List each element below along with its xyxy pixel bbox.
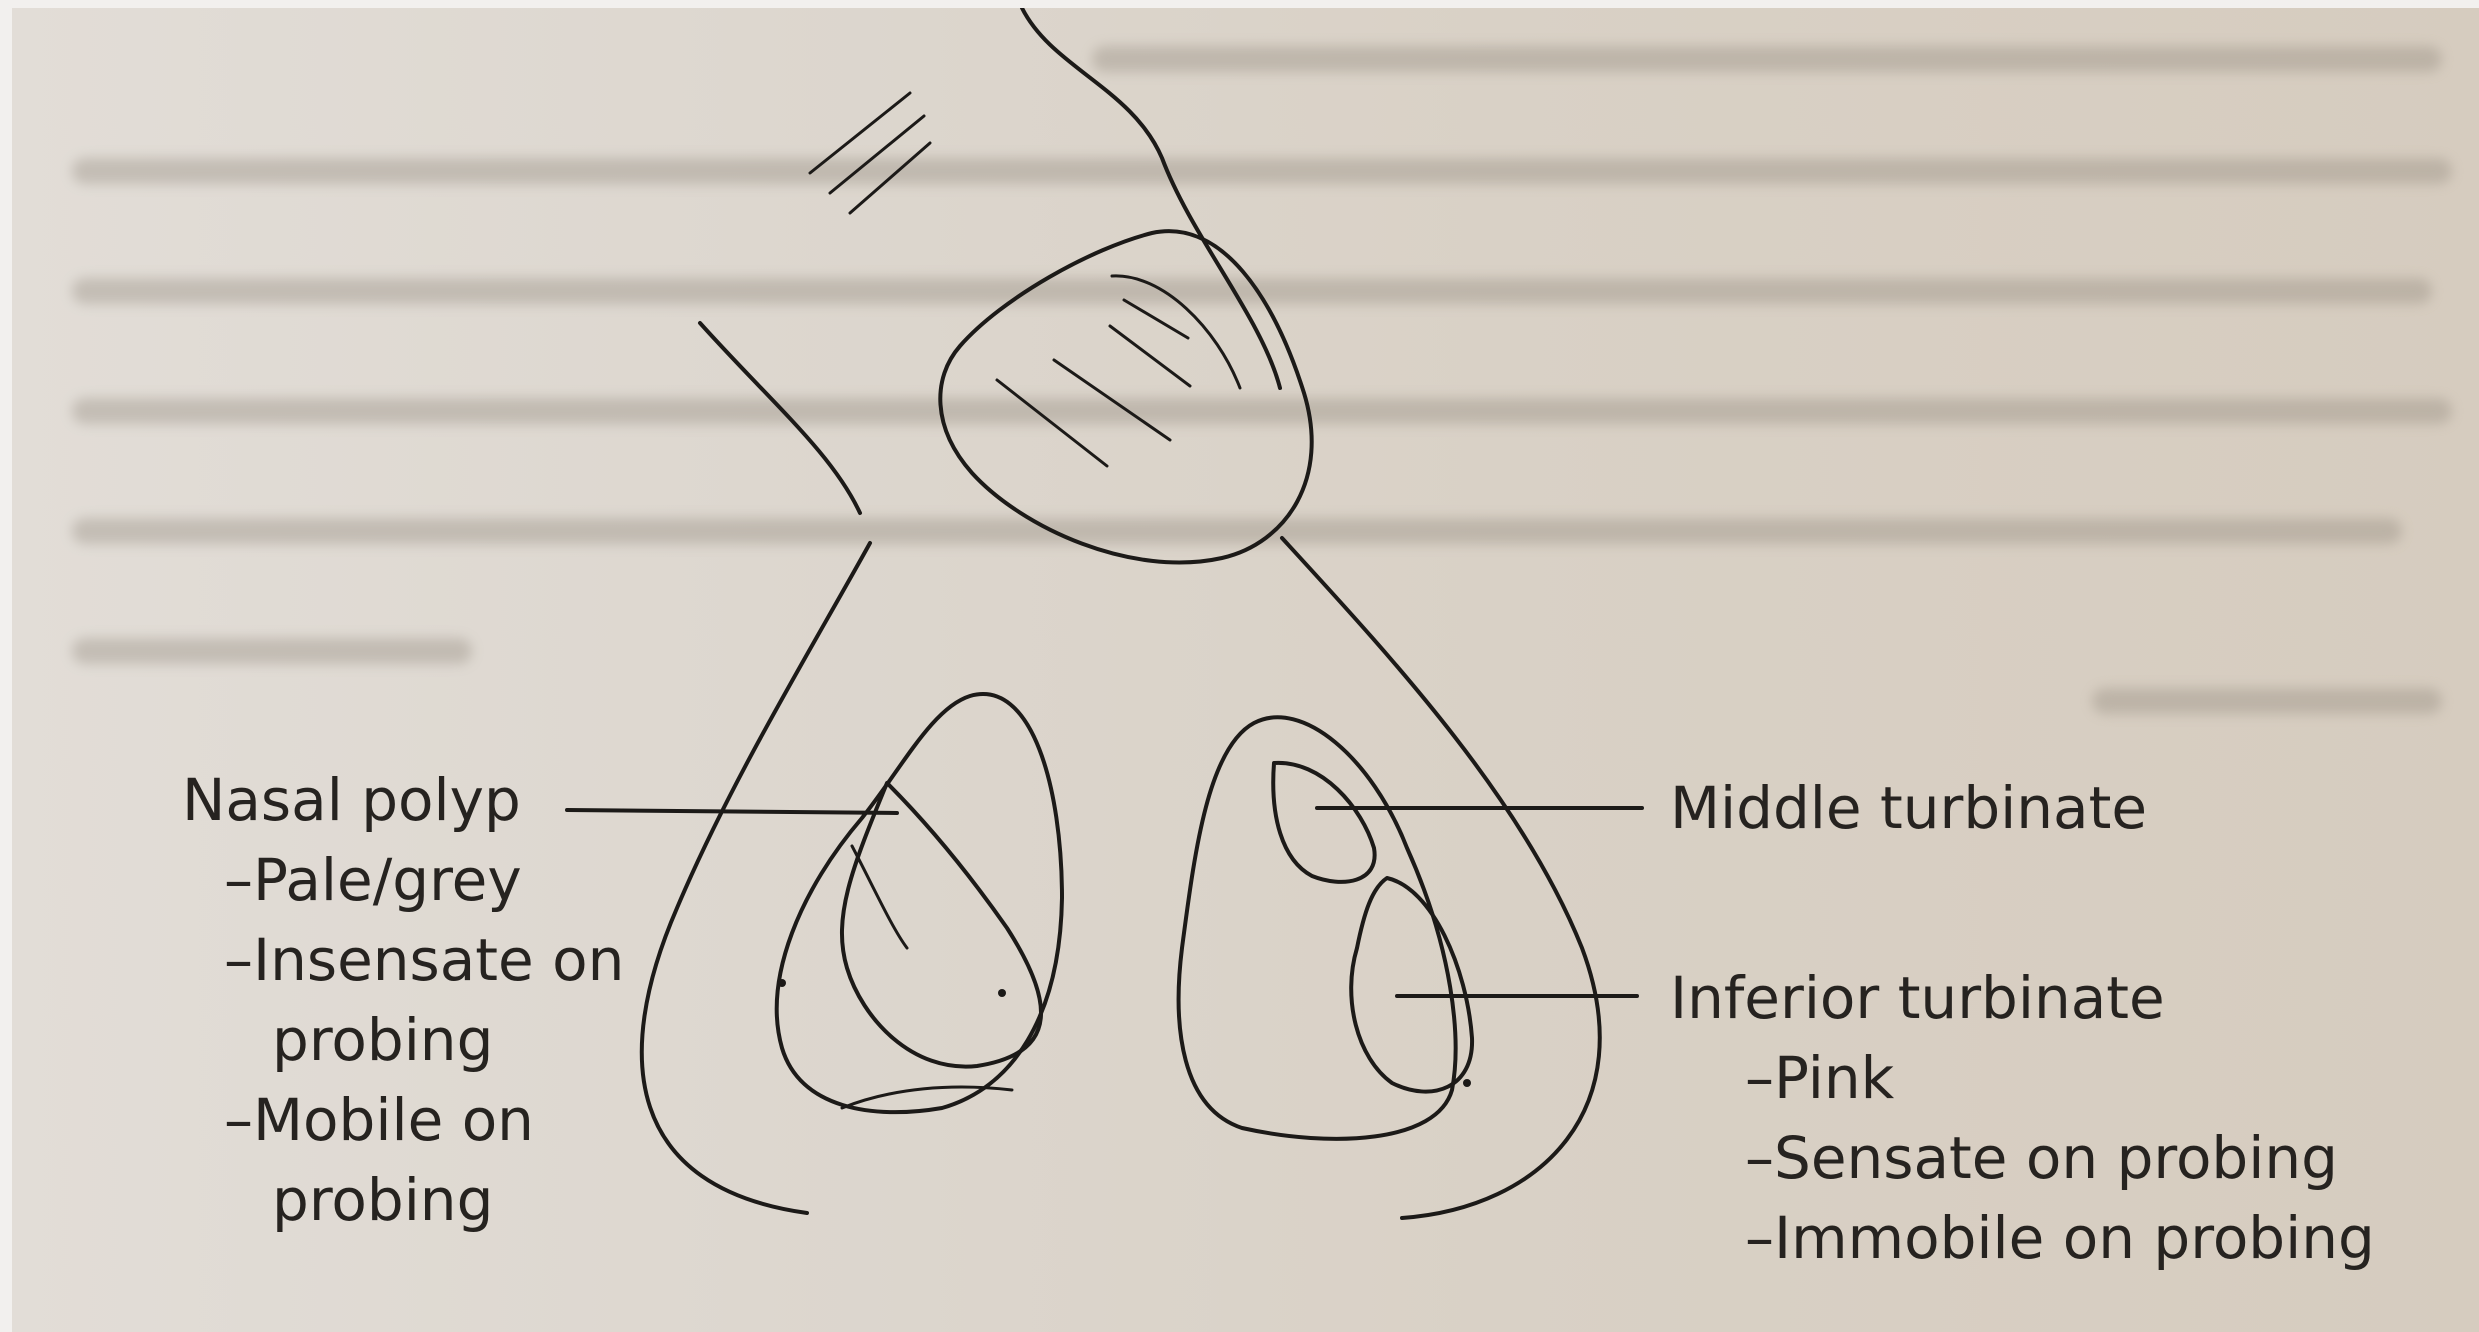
polyp-line-pale: –Pale/grey [182, 840, 624, 920]
nasal-polyp-title: Nasal polyp [182, 760, 624, 840]
tip-shade-1 [997, 380, 1107, 466]
tip-shade-2 [1054, 360, 1170, 440]
left-wall-dot [778, 979, 786, 987]
inferior-line-sensate: –Sensate on probing [1670, 1118, 2375, 1198]
left-cavity-outline [777, 694, 1062, 1112]
polyp-line-insensate: –Insensate on [182, 920, 624, 1000]
tip-shade-4 [1124, 300, 1188, 338]
polyp-outline [842, 783, 1041, 1067]
nose-bridge-left-edge [700, 323, 860, 513]
polyp-line-mobile: –Mobile on [182, 1080, 624, 1160]
right-vestibule-outline [1282, 538, 1600, 1218]
polyp-line-probing-1: probing [182, 1000, 624, 1080]
hair-line-2 [830, 116, 924, 193]
hair-line-3 [850, 143, 930, 213]
inferior-turbinate-labels: Inferior turbinate –Pink –Sensate on pro… [1670, 958, 2375, 1278]
inferior-turbinate-title: Inferior turbinate [1670, 958, 2375, 1038]
middle-turbinate-outline [1273, 763, 1374, 882]
inferior-dot [1463, 1079, 1471, 1087]
polyp-inner-line [852, 846, 907, 948]
nose-bridge-outline [1022, 8, 1280, 388]
middle-turbinate-label: Middle turbinate [1670, 768, 2147, 848]
book-page-photo: Nasal polyp –Pale/grey –Insensate on pro… [12, 8, 2479, 1332]
nasal-tip-outline [940, 231, 1311, 562]
left-vestibule-outline [642, 543, 870, 1213]
nasal-polyp-labels: Nasal polyp –Pale/grey –Insensate on pro… [182, 760, 624, 1240]
tip-shade-3 [1110, 326, 1190, 386]
polyp-dot [998, 989, 1006, 997]
right-cavity-outline [1179, 717, 1456, 1139]
polyp-line-probing-2: probing [182, 1160, 624, 1240]
left-floor-line [842, 1087, 1012, 1108]
inferior-line-pink: –Pink [1670, 1038, 2375, 1118]
inferior-line-immobile: –Immobile on probing [1670, 1198, 2375, 1278]
hair-line-1 [810, 93, 910, 173]
